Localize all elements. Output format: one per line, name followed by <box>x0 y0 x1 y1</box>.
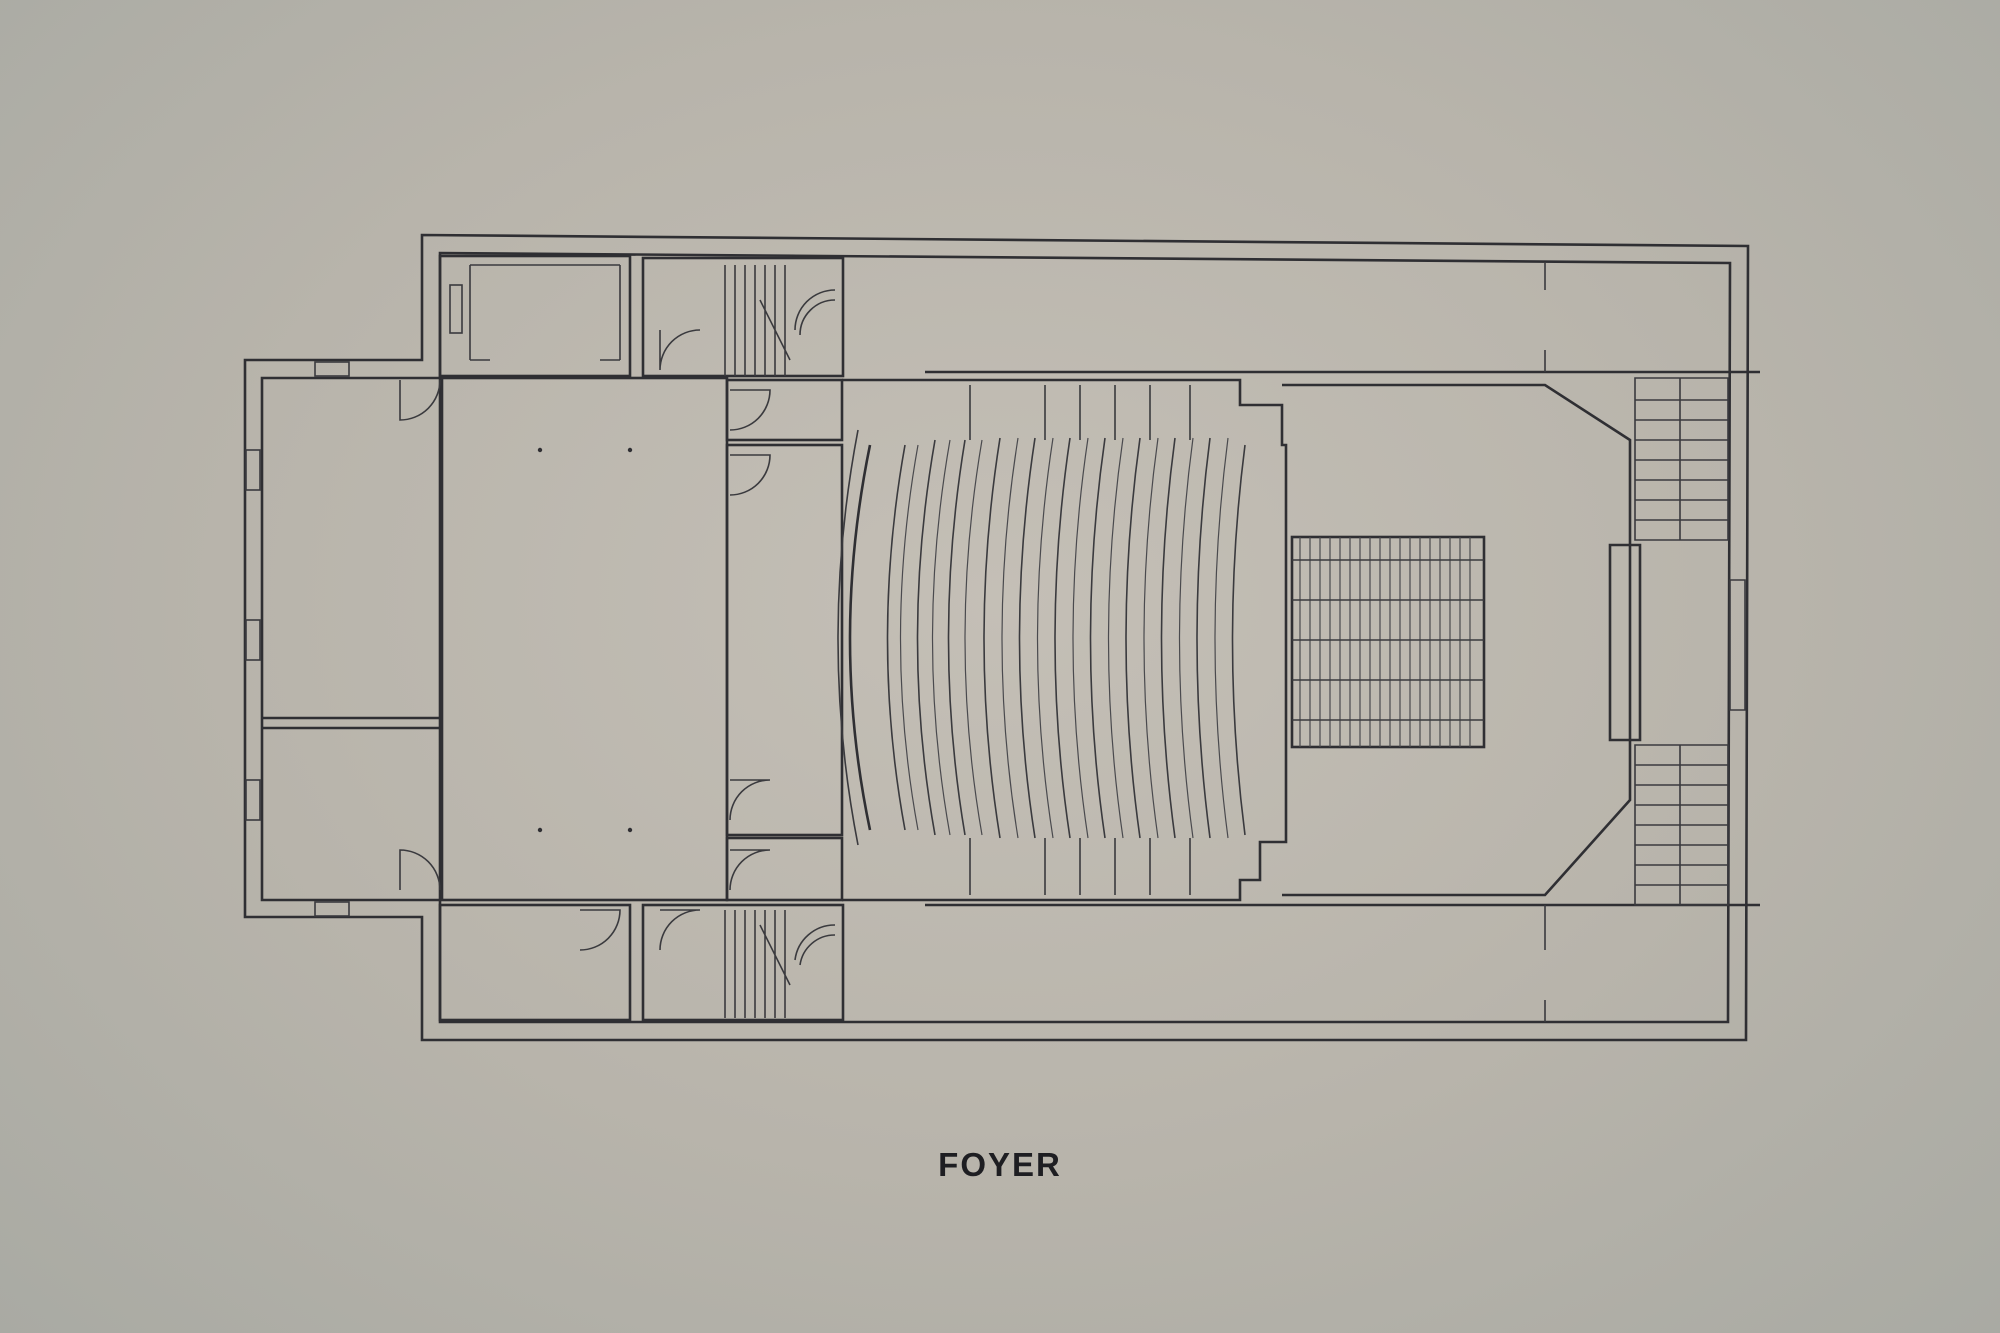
door-swing-left-1 <box>399 379 441 421</box>
foyer-stair-top <box>1634 377 1729 541</box>
foyer-stair-bottom <box>1634 744 1729 906</box>
central-stair-rails <box>1292 559 1484 721</box>
foyer-columns <box>1608 543 1642 742</box>
window-left-bottom <box>314 901 350 917</box>
door-swing-side-2 <box>729 454 771 496</box>
seating-dividers-bottom <box>969 838 1191 895</box>
window-left-3 <box>245 779 261 821</box>
lift-room <box>438 254 632 378</box>
side-stage <box>725 443 844 837</box>
seating-row-fronts <box>899 437 1229 839</box>
lift-panel <box>449 284 463 334</box>
central-stair-treads <box>1299 537 1471 747</box>
stage-front-curve-2 <box>837 429 859 846</box>
door-swing-left-2 <box>399 849 441 891</box>
door-swing-bottom-2 <box>659 909 701 951</box>
door-swing-side-1 <box>729 389 771 431</box>
window-left-1 <box>245 449 261 491</box>
stair-room-bottom <box>641 903 845 1022</box>
window-left-2 <box>245 619 261 661</box>
lift-shaft <box>469 264 621 361</box>
seating-rows <box>886 437 1246 839</box>
bottom-room-left <box>438 903 632 1022</box>
outer-wall <box>243 233 1750 1042</box>
auditorium-outline <box>842 378 1288 902</box>
door-swing-side-3 <box>729 779 771 821</box>
auditorium-back-wall <box>925 370 1760 907</box>
central-staircase <box>1290 535 1486 749</box>
outer-wall-inner <box>260 251 1732 1024</box>
side-corridor-top <box>725 378 844 442</box>
foyer-wall-top <box>1282 383 1632 897</box>
door-swing-stair-top <box>659 329 701 371</box>
plan-caption: FOYER <box>938 1146 1062 1183</box>
door-swing-bottom-1 <box>579 909 621 951</box>
stage-front-curve <box>848 444 872 831</box>
stair-room-top <box>641 256 845 378</box>
side-corridor-bottom <box>725 836 844 902</box>
foyer-window <box>1729 579 1746 711</box>
spiral-stair-top <box>724 265 836 376</box>
seating-dividers-top <box>969 385 1191 440</box>
stage-room <box>440 376 729 902</box>
spiral-stair-bottom <box>724 910 836 1018</box>
door-swing-side-4 <box>729 849 771 891</box>
window-left-top <box>314 361 350 377</box>
